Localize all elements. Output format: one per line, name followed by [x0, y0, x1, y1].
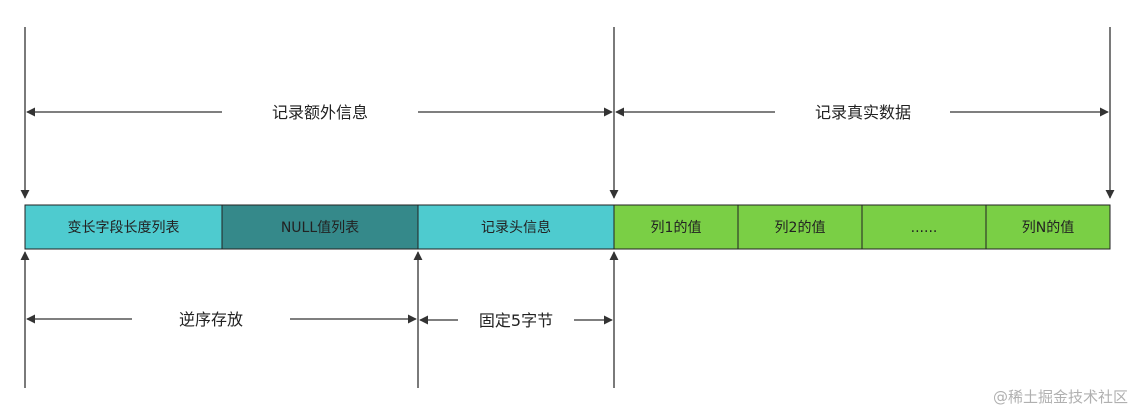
record-cell-box — [861, 204, 987, 250]
record-cell-label: 列2的值 — [775, 220, 826, 236]
record-cell-box — [417, 204, 615, 250]
record-cell-label: 列N的值 — [1022, 220, 1074, 236]
record-cell: 列N的值 — [985, 204, 1111, 250]
span-arrows — [26, 107, 1109, 325]
record-cell-label: 列1的值 — [651, 220, 702, 236]
reverse-order-label: 逆序存放 — [179, 310, 243, 329]
record-row: 变长字段长度列表 NULL值列表 记录头信息 列1的值 列2的值...... 列N的值 — [24, 204, 1111, 250]
vertical-guides — [20, 27, 1115, 388]
record-cell: 记录头信息 — [417, 204, 615, 250]
record-cell: 变长字段长度列表 — [24, 204, 223, 250]
record-cell-label: 变长字段长度列表 — [68, 220, 180, 236]
record-cell-box — [985, 204, 1111, 250]
record-cell-label: NULL值列表 — [281, 220, 359, 236]
fixed-bytes-label: 固定5字节 — [479, 311, 553, 330]
real-data-label: 记录真实数据 — [815, 103, 911, 122]
watermark: @稀土掘金技术社区 — [993, 388, 1128, 406]
extra-info-label: 记录额外信息 — [272, 103, 368, 122]
record-cell: ...... — [861, 204, 987, 250]
record-cell-label: ...... — [911, 220, 938, 236]
record-cell: NULL值列表 — [221, 204, 419, 250]
record-cell-label: 记录头信息 — [481, 219, 551, 236]
record-cell: 列1的值 — [613, 204, 739, 250]
record-cell: 列2的值 — [737, 204, 863, 250]
